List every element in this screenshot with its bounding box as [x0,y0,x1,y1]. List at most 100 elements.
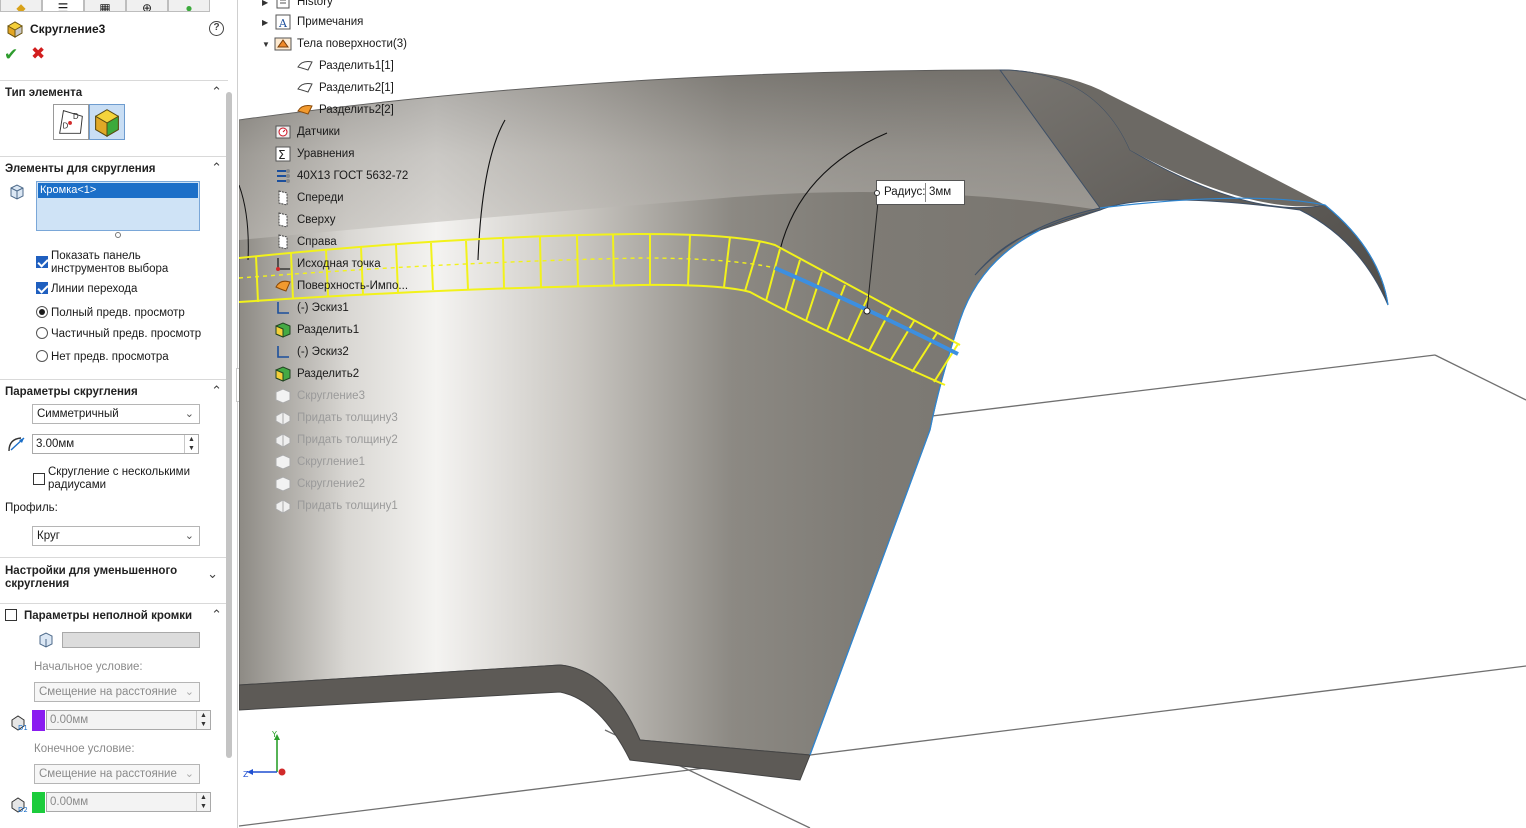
expand-right-icon[interactable]: ▶ [262,17,269,27]
tree-item[interactable]: Придать толщину2 [262,430,398,450]
multi-radius-checkbox[interactable] [33,473,45,485]
chevron-down-icon: ⌄ [184,530,194,542]
end-distance-spinner[interactable]: ▲▼ [196,793,210,811]
end-distance-input[interactable]: 0.00мм ▲▼ [46,792,211,812]
model-scene[interactable] [239,0,1526,828]
fillet-method-select[interactable]: Симметричный ⌄ [32,404,200,424]
svg-text:D: D [73,112,79,121]
preview-none-radio[interactable] [36,350,48,362]
edge-selection-icon [39,632,53,648]
tree-item[interactable]: ▼Тела поверхности(3) [262,34,407,54]
tree-item[interactable]: Спереди [262,188,344,208]
partial-edge-selection-box[interactable] [62,632,200,648]
svg-text:D: D [63,122,69,131]
tab-configuration-manager[interactable]: ▦ [84,0,126,12]
plane-icon [274,234,292,250]
section-fillet-parameters[interactable]: Параметры скругления ⌃ [0,379,228,401]
tree-item[interactable]: Справа [262,232,337,252]
show-toolbar-checkbox[interactable] [36,256,48,268]
radius-callout-input[interactable]: 3мм [925,183,963,202]
callout-handle[interactable] [874,190,880,196]
tab-feature-manager[interactable]: ◆ [0,0,42,12]
tree-item[interactable]: Скругление1 [262,452,365,472]
surface-bodies-icon [274,36,292,52]
model-flap-top[interactable] [1000,70,1325,207]
tree-item[interactable]: Сверху [262,210,335,230]
tree-item-label: Спереди [297,192,344,204]
tab-display-manager[interactable]: ● [168,0,210,12]
tree-item[interactable]: Разделить2 [262,364,359,384]
tree-item[interactable]: (-) Эскиз2 [262,342,349,362]
ok-icon[interactable]: ✔ [4,45,19,64]
selected-edge-highlight[interactable] [774,266,959,356]
manager-tabs: ◆ ☰ ▦ ⊕ ● [0,0,237,12]
tree-item[interactable]: 40Х13 ГОСТ 5632-72 [262,166,408,186]
section-partial-edge[interactable]: Параметры неполной кромки ⌃ [0,603,228,625]
fillet-xpert-button[interactable] [89,104,125,140]
chevron-down-icon: ⌄ [207,566,218,581]
model-bottom-edge[interactable] [239,664,811,781]
expand-right-icon[interactable]: ▶ [262,0,269,7]
tree-item-label: Исходная точка [297,258,381,270]
preview-full-radio[interactable] [36,306,48,318]
tangent-propagation-checkbox[interactable] [36,282,48,294]
tangent-propagation-label: Линии перехода [51,283,138,295]
list-resize-handle[interactable] [115,232,121,238]
section-element-type[interactable]: Тип элемента ⌃ [0,80,228,102]
tree-item[interactable]: Разделить2[1] [284,78,394,98]
tree-item[interactable]: Придать толщину3 [262,408,398,428]
d1-color-swatch [32,710,45,731]
cancel-icon[interactable]: ✖ [31,44,46,63]
tree-item[interactable]: Разделить2[2] [284,100,394,120]
section-setback[interactable]: Настройки для уменьшенного скругления ⌄ [0,557,228,597]
callout-anchor [863,307,871,315]
start-distance-spinner[interactable]: ▲▼ [196,711,210,729]
start-distance-input[interactable]: 0.00мм ▲▼ [46,710,211,730]
tree-item[interactable]: Скругление3 [262,386,365,406]
section-fillet-params-label: Параметры скругления [5,386,138,398]
tree-item-label: Придать толщину3 [297,412,398,424]
sensors-icon [274,124,292,140]
manual-fillet-button[interactable]: D D [53,104,89,140]
partial-edge-checkbox[interactable] [5,609,17,621]
tab-property-manager[interactable]: ☰ [42,0,84,12]
tree-item[interactable]: Придать толщину1 [262,496,398,516]
edge-selection-list[interactable]: Кромка<1> [36,181,200,231]
tree-item[interactable]: Поверхность-Импо... [262,276,408,296]
radius-spinner[interactable]: ▲▼ [184,435,198,453]
tree-item[interactable]: Разделить1 [262,320,359,340]
fillet-method-value: Симметричный [37,408,119,420]
tree-item-label: History [297,0,333,8]
selected-edge-item[interactable]: Кромка<1> [38,183,198,198]
section-items-to-fillet[interactable]: Элементы для скругления ⌃ [0,156,228,178]
pm-scrollbar[interactable] [226,92,232,758]
preview-partial-radio[interactable] [36,327,48,339]
tree-item-label: Придать толщину2 [297,434,398,446]
chevron-down-icon: ⌄ [184,408,194,420]
radius-input[interactable]: 3.00мм ▲▼ [32,434,199,454]
start-condition-select[interactable]: Смещение на расстояние ⌄ [34,682,200,702]
radius-callout[interactable]: Радиус: 3мм [874,180,965,205]
model-top-surface[interactable] [239,70,1130,240]
tree-item[interactable]: Датчики [262,122,340,142]
profile-select[interactable]: Круг ⌄ [32,526,200,546]
tree-item[interactable]: Исходная точка [262,254,381,274]
preview-partial-label: Частичный предв. просмотр [51,328,202,340]
preview-full-label: Полный предв. просмотр [51,307,185,319]
start-distance-value: 0.00мм [50,714,89,726]
end-condition-select[interactable]: Смещение на расстояние ⌄ [34,764,200,784]
section-partial-edge-label: Параметры неполной кромки [24,610,193,622]
tree-item[interactable]: (-) Эскиз1 [262,298,349,318]
tree-item[interactable]: Скругление2 [262,474,365,494]
tree-item[interactable]: Разделить1[1] [284,56,394,76]
expand-down-icon[interactable]: ▼ [262,39,270,49]
model-flap-surface[interactable] [974,69,1389,306]
tree-item[interactable]: ▶ History [262,0,333,12]
tab-dimxpert-manager[interactable]: ⊕ [126,0,168,12]
svg-text:D1: D1 [18,724,28,732]
help-icon[interactable]: ? [209,21,224,36]
tree-item-label: Скругление3 [297,390,365,402]
